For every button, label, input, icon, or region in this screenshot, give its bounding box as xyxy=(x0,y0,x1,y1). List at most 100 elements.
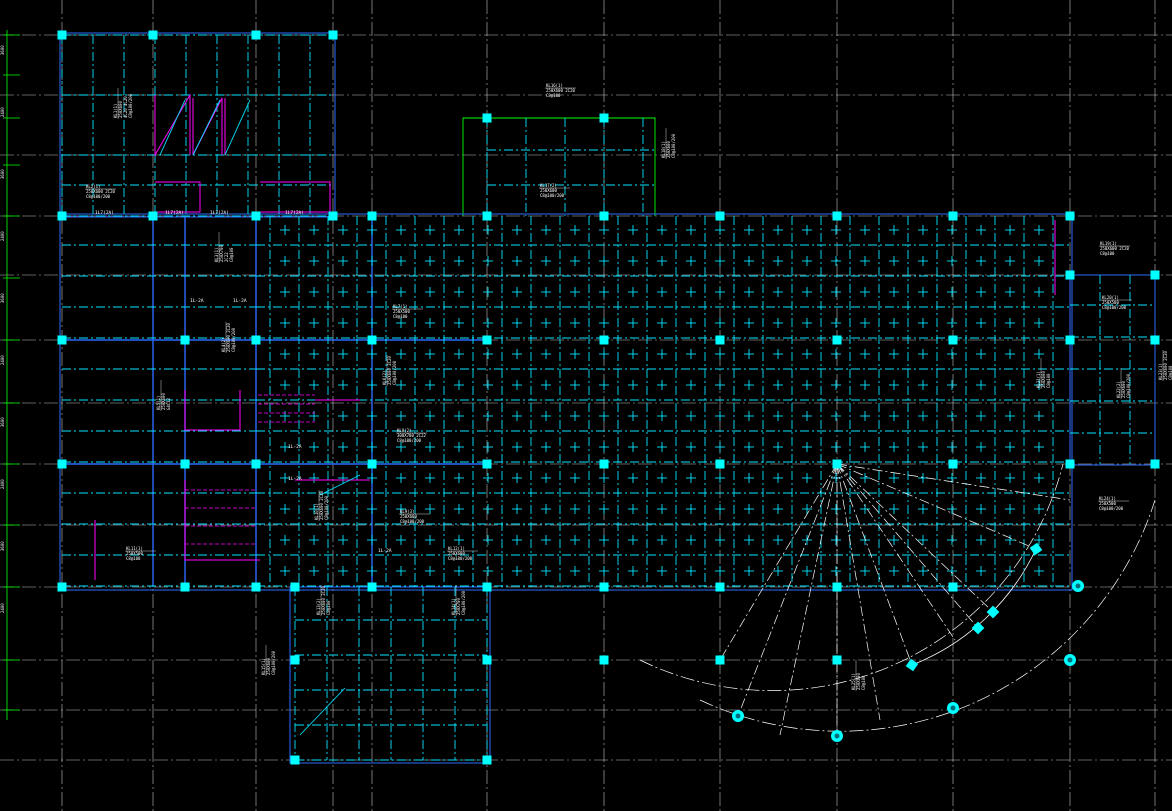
curved-wing xyxy=(639,463,1156,736)
column xyxy=(251,335,261,345)
column xyxy=(57,459,67,469)
column xyxy=(367,582,377,592)
round-column-core xyxy=(735,713,741,719)
note-line: C8@100 xyxy=(1046,373,1051,388)
round-column-core xyxy=(1067,657,1073,663)
column xyxy=(180,582,190,592)
note-line: 250X600 2C20 xyxy=(226,323,231,352)
column xyxy=(948,211,958,221)
note-line: KL1(1) xyxy=(113,104,118,118)
note-line: C8@100/200 xyxy=(400,519,425,524)
note-line: 300X700 2C22 xyxy=(397,433,426,438)
column xyxy=(1065,211,1075,221)
stair-outline xyxy=(154,93,191,157)
note-line: 250X600 xyxy=(266,658,271,675)
radial-beam xyxy=(836,463,979,629)
column xyxy=(57,582,67,592)
column xyxy=(290,582,300,592)
note-line: KL9(3) xyxy=(400,509,414,514)
radial-beam xyxy=(779,463,838,736)
note-line: 250X600 xyxy=(448,551,465,556)
beam-label: 1L-2A xyxy=(378,548,392,554)
annotation-layer: 1L7(2A) 1L7(2A) 1L7(2A) 1L7(2A) 1L-2A 1L-2A 1L… xyxy=(85,83,1172,691)
beam-label: 1L7(2A) xyxy=(165,210,184,216)
note-line: C8@100/200 xyxy=(392,360,397,385)
annex-outline xyxy=(462,117,656,216)
beam-label: 1L-2A xyxy=(233,298,247,304)
column xyxy=(180,335,190,345)
radial-beam xyxy=(719,463,838,661)
note-line: KL22(2) xyxy=(1116,381,1121,398)
note-line: 250X600 2C20 xyxy=(321,586,326,615)
column xyxy=(148,30,158,40)
note-line: 250X600 xyxy=(1121,381,1126,398)
note-line: KL4(2) xyxy=(221,338,226,352)
column xyxy=(948,335,958,345)
note-line: 250X500 xyxy=(393,309,410,314)
column xyxy=(251,459,261,469)
column xyxy=(1150,335,1160,345)
arc-axis xyxy=(639,463,1064,691)
beam-label: 1L7(2A) xyxy=(95,210,114,216)
stair-flight xyxy=(319,474,361,496)
note-line: 250X600 2C20 xyxy=(387,356,392,385)
note-line: 2C22 xyxy=(224,252,229,262)
column xyxy=(328,30,338,40)
note-line: KL8(2) xyxy=(397,428,411,433)
column xyxy=(251,582,261,592)
dimension-text: 2400 xyxy=(0,603,5,613)
note-line: C8@100/200 xyxy=(86,194,111,199)
column xyxy=(599,211,609,221)
dimension-text: 2400 xyxy=(0,479,5,489)
beam-label: 1L7(2A) xyxy=(210,210,229,216)
note-line: 250X600 2C20 xyxy=(546,88,575,93)
column xyxy=(905,658,919,672)
dimension-text: 2400 xyxy=(0,231,5,241)
column xyxy=(367,211,377,221)
note-line: KL16(1) xyxy=(546,83,563,88)
note-line: 250X600 xyxy=(856,673,861,690)
stair-flight xyxy=(299,687,346,736)
slab-edge xyxy=(1069,274,1156,466)
column xyxy=(482,755,492,765)
column xyxy=(290,755,300,765)
column xyxy=(986,605,1000,619)
stair-outline xyxy=(260,181,331,213)
note-line: 250X600 2C20 xyxy=(86,189,115,194)
column xyxy=(1065,270,1075,280)
column xyxy=(57,30,67,40)
beam-label: 1L7(2A) xyxy=(285,210,304,216)
note-line: 250X600 xyxy=(161,393,166,410)
column xyxy=(599,113,609,123)
note-line: KL3(1) xyxy=(214,248,219,262)
note-line: G4C12 xyxy=(166,397,171,410)
column xyxy=(148,211,158,221)
dimension-text: 3600 xyxy=(0,293,5,303)
note-line: 250X600 2C20 xyxy=(1100,246,1129,251)
note-line: KL11(1) xyxy=(126,546,143,551)
note-line: KL18(1) xyxy=(661,141,666,158)
beam-label: 1L-2A xyxy=(190,298,204,304)
note-line: C8@100/200 xyxy=(397,438,422,443)
note-line: KL10(1) xyxy=(314,503,319,520)
note-line: C8@100/200 xyxy=(540,193,565,198)
radial-beam xyxy=(836,463,881,721)
note-line: 250X600 2C20 xyxy=(319,491,324,520)
note-line: KL14(1) xyxy=(451,598,456,615)
column xyxy=(599,655,609,665)
note-line: KL13(2) xyxy=(316,598,321,615)
round-column-core xyxy=(834,733,840,739)
column xyxy=(57,211,67,221)
beam-label: 1L-2A xyxy=(288,444,302,450)
note-line: 250X600 xyxy=(540,188,557,193)
